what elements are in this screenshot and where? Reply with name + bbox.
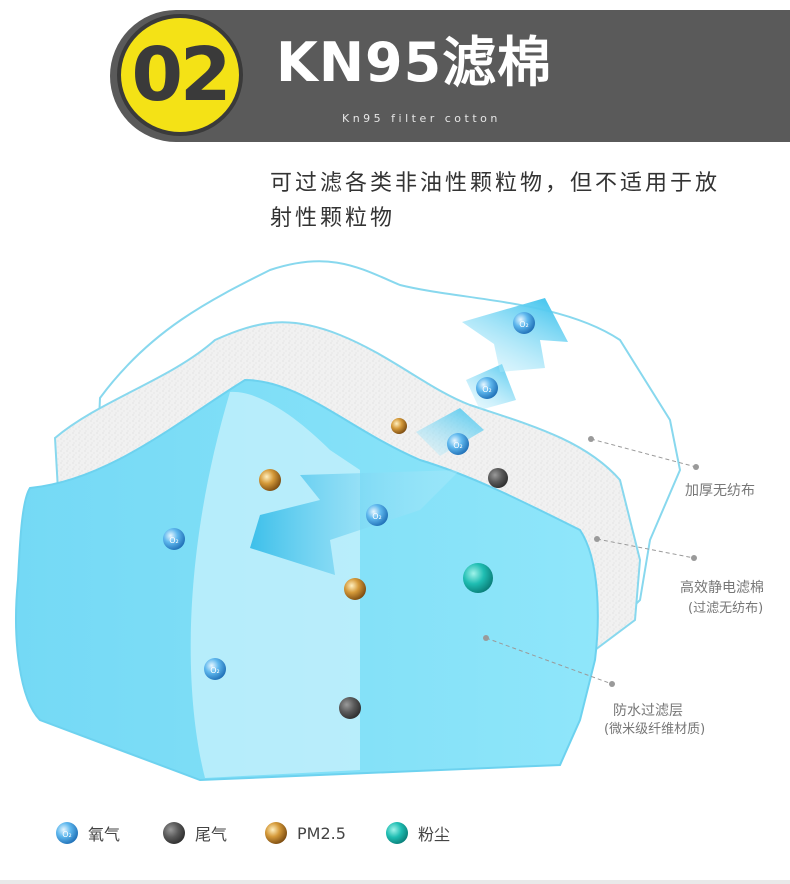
layer-label-waterproof: 防水过滤层 [613,703,683,719]
oxygen-particle-icon: O₂ [56,822,78,844]
filter-layers-diagram: O₂ O₂ O₂ O₂ O₂ O₂ [15,260,699,782]
oxygen-particle-icon: O₂ [447,433,469,455]
section-number: 02 [131,32,232,118]
pm25-particle-icon [344,578,366,600]
legend-label: PM2.5 [297,823,346,843]
legend-item-dust: 粉尘 [385,818,450,848]
svg-text:O₂: O₂ [169,536,179,545]
exhaust-particle-icon [488,468,508,488]
description-text: 可过滤各类非油性颗粒物，但不适用于放射性颗粒物 [270,171,721,231]
legend-item-oxygen: O₂ 氧气 [55,818,120,848]
legend-label: 氧气 [88,825,121,844]
svg-text:O₂: O₂ [210,666,220,675]
oxygen-particle-icon: O₂ [366,504,388,526]
legend-item-pm25: PM2.5 [264,818,346,848]
oxygen-particle-icon: O₂ [476,377,498,399]
pm25-particle-icon [265,822,287,844]
legend-item-exhaust: 尾气 [162,818,227,848]
pm25-particle-icon [391,418,407,434]
outflow-arrow-segment [416,408,484,456]
legend-label: 粉尘 [418,825,451,844]
oxygen-particle-icon: O₂ [163,528,185,550]
layer-label-nonwoven: 加厚无纺布 [685,483,755,499]
callout-lines [485,438,697,685]
section-number-badge: 02 [117,14,243,136]
layer-note-electrostatic: (过滤无纺布) [688,601,764,616]
pm25-particle-icon [259,469,281,491]
svg-text:O₂: O₂ [453,441,463,450]
section-subtitle: Kn95 filter cotton [342,112,501,125]
exhaust-particle-icon [339,697,361,719]
dust-particle-icon [386,822,408,844]
inflow-arrow [250,470,460,575]
svg-text:O₂: O₂ [482,385,492,394]
svg-text:O₂: O₂ [519,320,529,329]
svg-text:O₂: O₂ [62,830,72,839]
oxygen-particle-icon: O₂ [204,658,226,680]
outflow-arrow-head [462,298,568,372]
layer-note-waterproof: (微米级纤维材质) [604,722,706,737]
callout-dots [483,436,699,687]
section-title: KN95滤棉 [276,31,553,94]
dust-particle-icon [463,563,493,593]
footer-divider [0,880,790,884]
exhaust-particle-icon [163,822,185,844]
svg-text:O₂: O₂ [372,512,382,521]
oxygen-particle-icon: O₂ [513,312,535,334]
layer-label-electrostatic: 高效静电滤棉 [680,580,764,596]
legend-label: 尾气 [195,825,228,844]
